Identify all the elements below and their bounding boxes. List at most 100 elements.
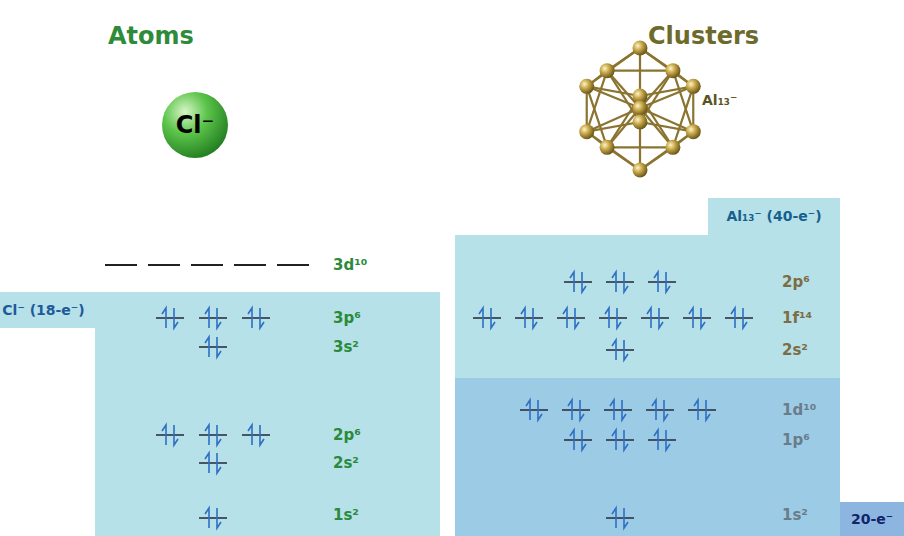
cluster-bond: [587, 132, 640, 170]
electron-count-tab: Cl⁻ (18-e⁻): [0, 292, 95, 328]
orbital-label: 3p⁶: [333, 309, 361, 327]
cluster-bond: [640, 71, 673, 108]
aluminium-atom: [686, 124, 701, 139]
cluster-bond: [639, 108, 641, 122]
aluminium-atom: [600, 63, 615, 78]
orbital-label: 3s²: [333, 338, 359, 356]
orbital-label: 2p⁶: [782, 273, 810, 291]
cluster-bond: [640, 71, 673, 122]
orbital: [199, 453, 227, 473]
orbital-label: 2s²: [333, 454, 359, 472]
section-title: Atoms: [108, 22, 194, 51]
empty-orbital: [191, 264, 223, 266]
orbital: [199, 308, 227, 328]
orbital: [156, 308, 184, 328]
cluster-bond: [640, 147, 673, 170]
cluster-bond: [673, 71, 693, 132]
cluster-bond: [587, 48, 640, 86]
aluminium-atom: [633, 41, 648, 56]
aluminium-atom: [633, 89, 648, 104]
cluster-bond: [587, 86, 640, 108]
empty-orbital: [277, 264, 309, 266]
orbital: [648, 272, 676, 292]
cluster-bond: [640, 108, 673, 147]
orbital-label: 2p⁶: [333, 426, 361, 444]
cluster-bond: [607, 96, 640, 147]
orbital: [156, 425, 184, 445]
cluster-bond: [607, 108, 640, 147]
cluster-name: Al₁₃⁻: [702, 92, 737, 109]
orbital: [242, 308, 270, 328]
cluster-bond: [639, 122, 641, 170]
orbital: [725, 308, 753, 328]
aluminium-atom: [579, 79, 594, 94]
cluster-bond: [587, 108, 640, 132]
orbital: [199, 337, 227, 357]
orbital: [562, 400, 590, 420]
aluminium-atom: [579, 124, 594, 139]
atom-symbol: Cl⁻: [176, 111, 215, 140]
orbital: [641, 308, 669, 328]
cluster-bond: [607, 146, 673, 148]
cluster-bond: [640, 48, 693, 86]
orbital-label: 1d¹⁰: [782, 401, 816, 419]
orbital: [606, 508, 634, 528]
cluster-bond: [587, 71, 607, 87]
cluster-bond: [640, 132, 693, 170]
cluster-bond: [587, 71, 607, 132]
orbital: [564, 272, 592, 292]
atom-sphere: Cl⁻: [162, 92, 228, 158]
electron-shell-panel: Cl⁻ (18-e⁻): [95, 292, 440, 536]
empty-orbital: [234, 264, 266, 266]
cluster-bond: [692, 86, 694, 131]
orbital: [242, 425, 270, 445]
aluminium-atom: [633, 163, 648, 178]
orbital: [599, 308, 627, 328]
cluster-bond: [607, 147, 640, 170]
orbital-label: 1f¹⁴: [782, 309, 812, 327]
orbital: [564, 430, 592, 450]
cluster-bond: [640, 48, 673, 71]
cluster-bond: [586, 86, 588, 131]
orbital: [557, 308, 585, 328]
orbital: [515, 308, 543, 328]
aluminium-atom: [633, 115, 648, 130]
aluminium-atom: [665, 140, 680, 155]
orbital: [604, 400, 632, 420]
orbital: [646, 400, 674, 420]
cluster-bond: [607, 70, 673, 72]
aluminium-atom: [665, 63, 680, 78]
orbital: [688, 400, 716, 420]
orbital: [199, 425, 227, 445]
cluster-bond: [640, 86, 693, 96]
aluminium-atom: [600, 140, 615, 155]
aluminium-atom: [686, 79, 701, 94]
cluster-bond: [607, 48, 640, 71]
cluster-bond: [607, 71, 640, 108]
cluster-bond: [587, 122, 640, 132]
orbital: [683, 308, 711, 328]
orbital-label: 1s²: [333, 506, 359, 524]
cluster-bond: [640, 96, 673, 147]
cluster-bond: [640, 86, 693, 108]
orbital: [199, 508, 227, 528]
cluster-bond: [607, 71, 640, 122]
orbital-label: 1s²: [782, 506, 808, 524]
orbital: [606, 272, 634, 292]
orbital: [606, 430, 634, 450]
orbital: [473, 308, 501, 328]
electron-count-tab: 20-e⁻: [840, 502, 904, 536]
orbital-label: 2s²: [782, 341, 808, 359]
cluster-bond: [640, 108, 693, 132]
cluster-bond: [587, 86, 607, 147]
orbital: [520, 400, 548, 420]
cluster-bond: [673, 71, 693, 87]
electron-count-tab: Al₁₃⁻ (40-e⁻): [708, 198, 840, 235]
cluster-bond: [639, 48, 641, 96]
cluster-bond: [640, 122, 693, 132]
empty-orbital: [148, 264, 180, 266]
cluster-bond: [673, 86, 693, 147]
empty-orbital: [105, 264, 137, 266]
cluster-bond: [639, 96, 641, 108]
